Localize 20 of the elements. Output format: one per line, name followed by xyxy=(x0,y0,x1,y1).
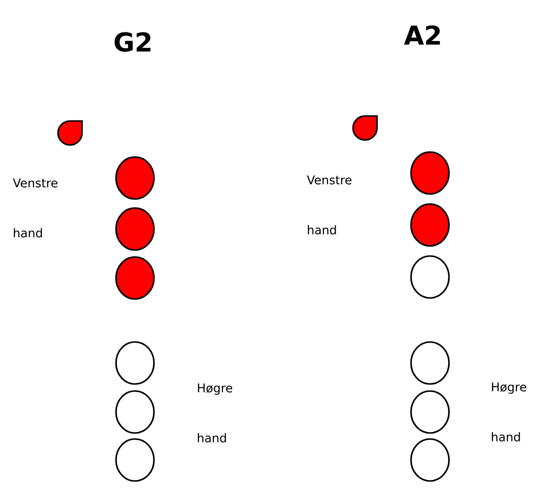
heading: G2 xyxy=(114,32,150,52)
hand-label: Venstre hand xyxy=(12,178,58,238)
hand-label: Venstre hand xyxy=(306,176,352,234)
hand-label: Høgre hand xyxy=(492,382,526,442)
closed-hole xyxy=(410,151,450,195)
open-hole xyxy=(410,438,450,482)
open-hole xyxy=(115,341,155,385)
closed-hole xyxy=(410,203,450,247)
closed-hole xyxy=(115,156,155,200)
thumb-hole xyxy=(57,120,83,146)
open-hole xyxy=(410,255,450,299)
open-hole xyxy=(410,341,450,385)
open-hole xyxy=(115,390,155,434)
closed-hole xyxy=(115,256,155,300)
hand-label: Høgre hand xyxy=(198,384,232,442)
open-hole xyxy=(115,438,155,482)
closed-hole xyxy=(115,207,155,251)
open-hole xyxy=(410,390,450,434)
heading: A2 xyxy=(404,25,440,45)
thumb-hole xyxy=(352,115,378,141)
